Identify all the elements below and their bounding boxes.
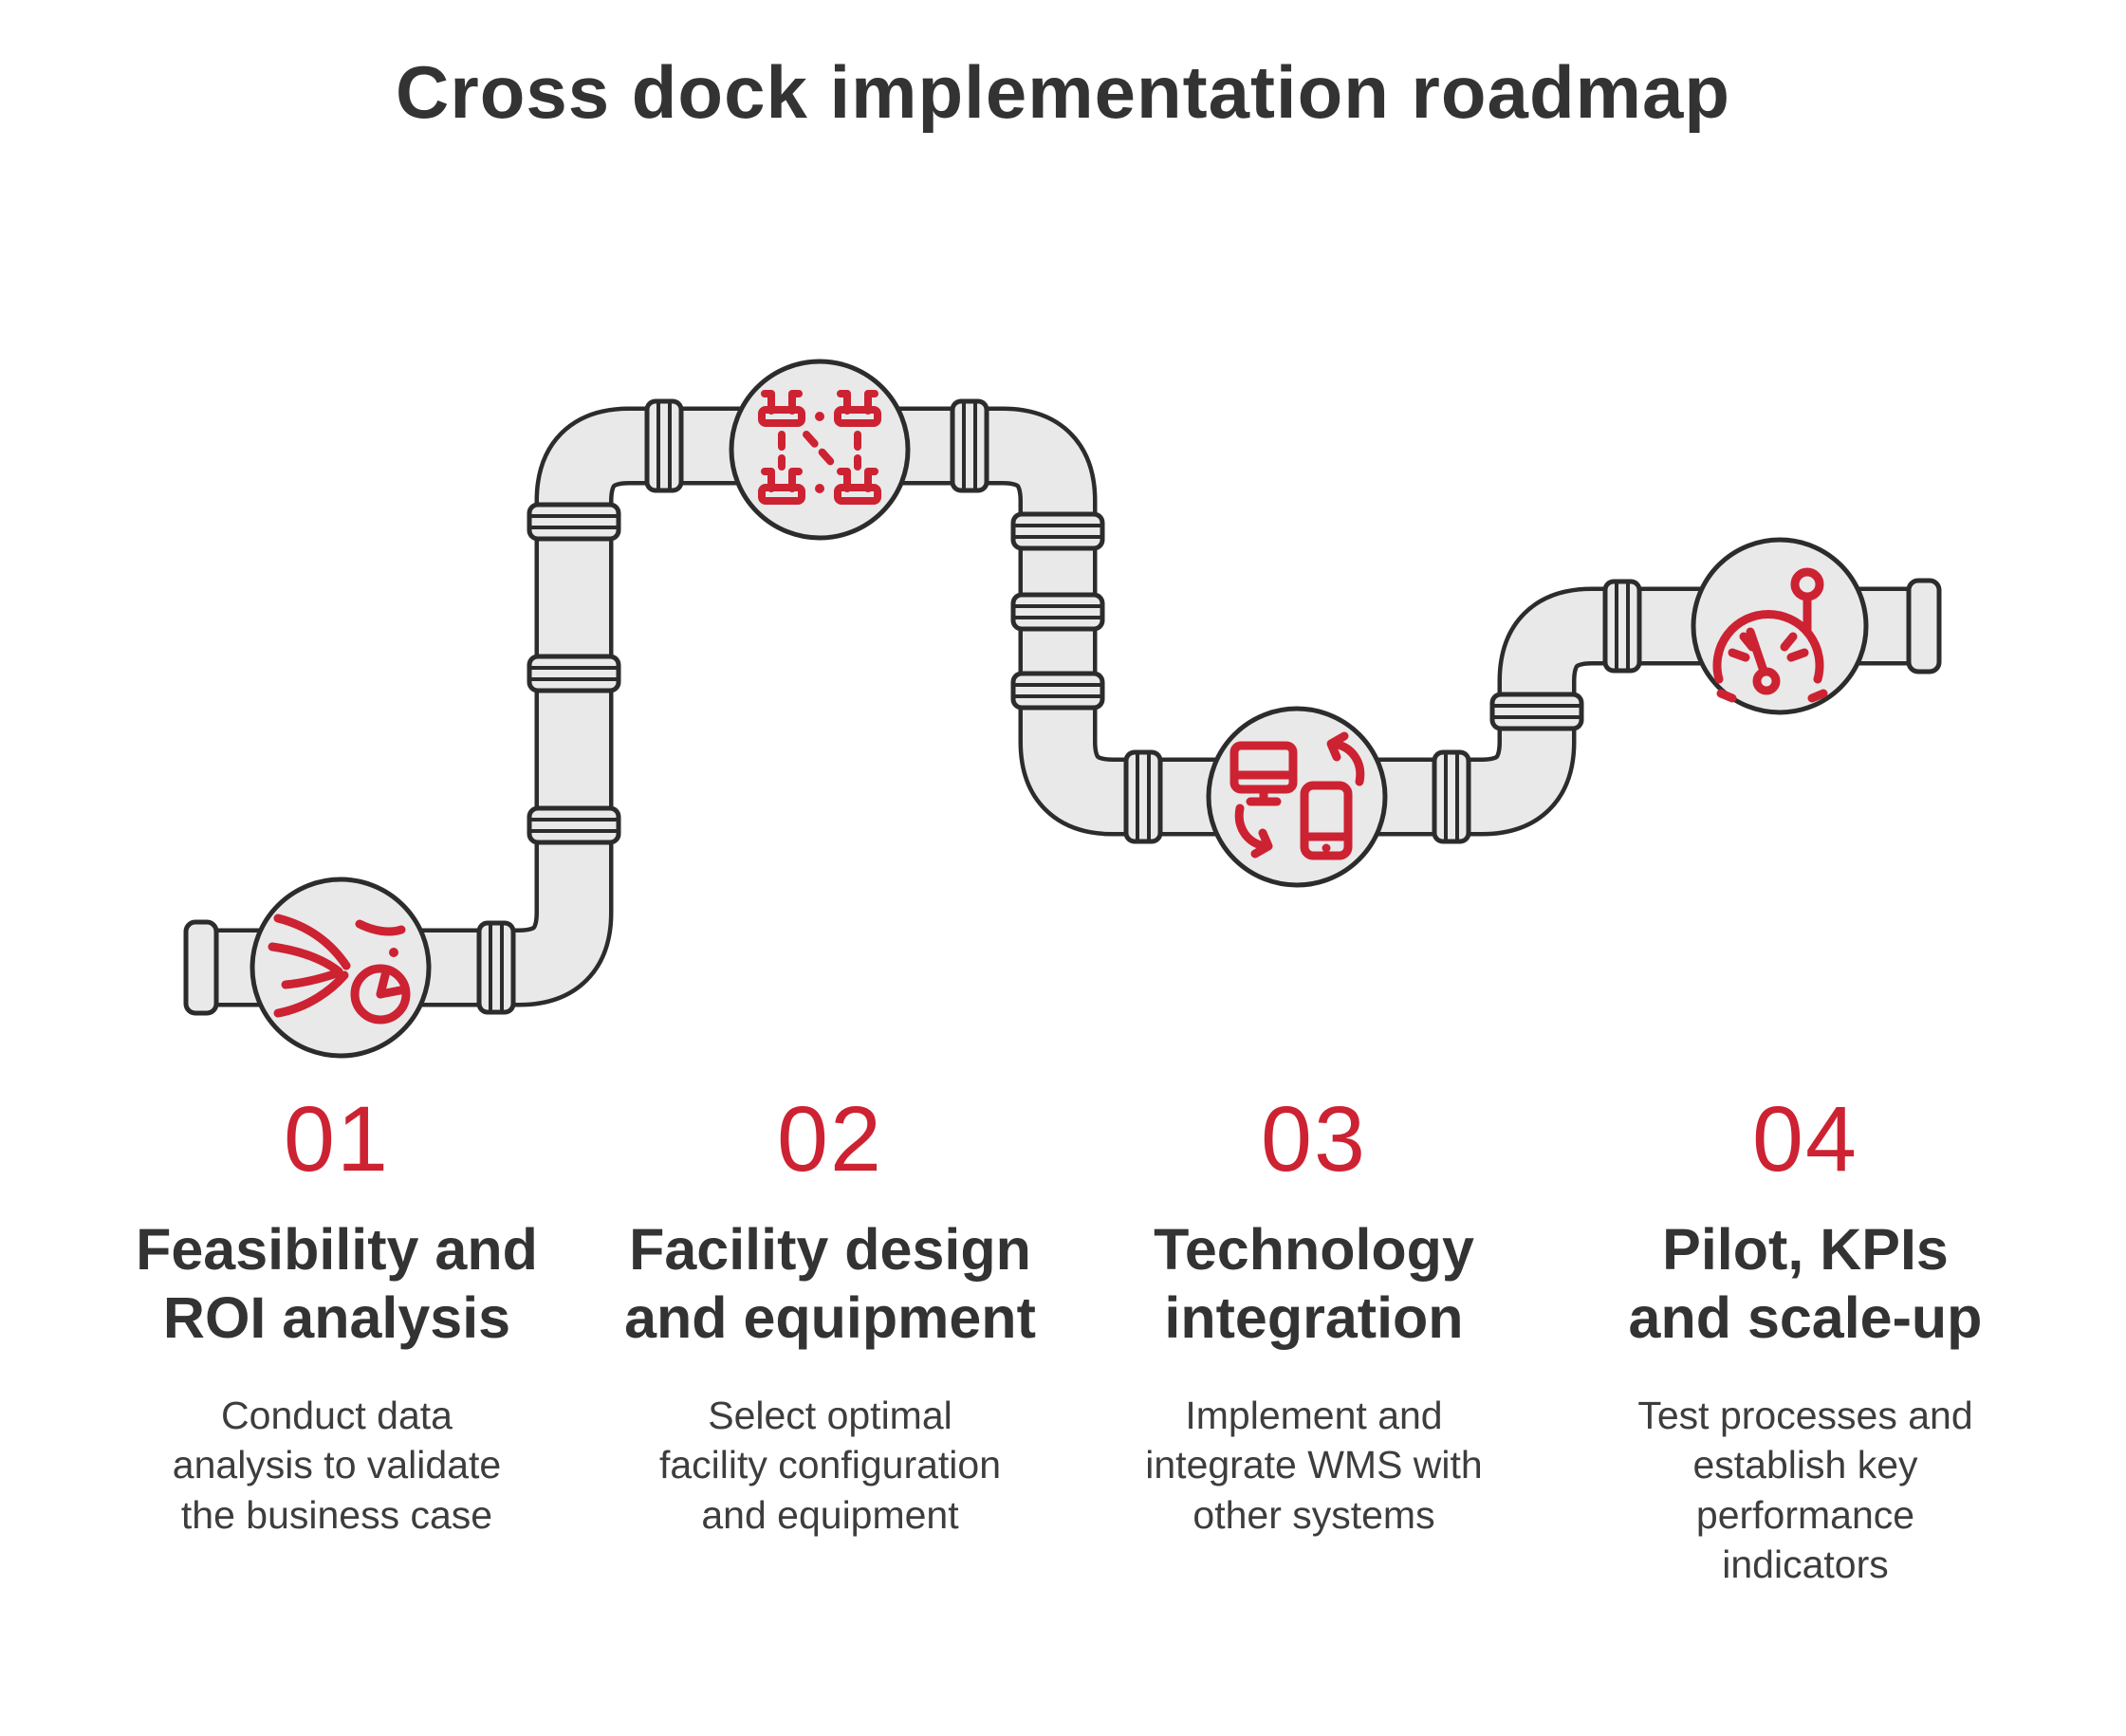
step-description: Implement and integrate WMS with other s… <box>1091 1391 1537 1540</box>
step-description-line: Conduct data <box>221 1393 453 1437</box>
step-description: Test processes and establish key perform… <box>1582 1391 2028 1590</box>
step-number: 04 <box>1752 1087 1858 1191</box>
step-heading-line: Technology <box>1154 1216 1474 1282</box>
gauge-pin-icon <box>1712 567 1828 703</box>
step-description-line: establish key <box>1692 1443 1918 1487</box>
pipe-coupling <box>1123 749 1163 844</box>
step-description-line: analysis to validate <box>172 1443 502 1487</box>
step-description-line: performance <box>1695 1492 1915 1537</box>
pipe-coupling <box>476 920 516 1015</box>
step-4-node <box>1691 537 1869 715</box>
step-description-line: facility configuration <box>658 1443 1002 1487</box>
pipe-coupling <box>1010 511 1105 551</box>
pipe-end-cap-left <box>183 919 219 1016</box>
step-heading-line: and equipment <box>624 1284 1036 1350</box>
step-number: 03 <box>1261 1087 1367 1191</box>
step-number: 01 <box>284 1087 390 1191</box>
step-heading-line: and scale-up <box>1628 1284 1983 1350</box>
pipe-coupling <box>950 398 989 493</box>
step-description: Select optimal facility configuration an… <box>607 1391 1053 1540</box>
pipe-coupling <box>1432 749 1471 844</box>
pipe-coupling <box>644 398 684 493</box>
step-heading: Facility design and equipment <box>607 1216 1053 1353</box>
step-number: 02 <box>777 1087 883 1191</box>
step-column-4: 04 Pilot, KPIs and scale-up Test process… <box>1582 1091 2028 1590</box>
page-title: Cross dock implementation roadmap <box>396 50 1730 134</box>
step-description-line: indicators <box>1722 1542 1889 1587</box>
step-heading: Technology integration <box>1091 1216 1537 1353</box>
pipe-coupling <box>527 502 621 542</box>
device-sync-icon <box>1229 731 1365 860</box>
step-description-line: Test processes and <box>1637 1393 1973 1437</box>
step-description: Conduct data analysis to validate the bu… <box>114 1391 560 1540</box>
step-column-1: 01 Feasibility and ROI analysis Conduct … <box>114 1091 560 1540</box>
step-description-line: and equipment <box>701 1492 959 1537</box>
step-heading-line: Feasibility and <box>136 1216 538 1282</box>
step-heading-line: integration <box>1164 1284 1464 1350</box>
data-flow-pie-icon <box>268 914 411 1025</box>
step-description-line: other systems <box>1192 1492 1435 1537</box>
step-3-node <box>1206 706 1388 888</box>
pipe-coupling <box>527 805 621 845</box>
step-heading-line: ROI analysis <box>162 1284 511 1350</box>
step-heading-line: Pilot, KPIs <box>1662 1216 1949 1282</box>
step-description-line: integrate WMS with <box>1145 1443 1483 1487</box>
step-column-3: 03 Technology integration Implement and … <box>1091 1091 1537 1540</box>
pipe-coupling <box>1489 692 1584 731</box>
step-description-line: the business case <box>180 1492 493 1537</box>
pipe-coupling <box>1010 671 1105 711</box>
pipe-end-cap-right <box>1906 578 1942 674</box>
step-heading-line: Facility design <box>629 1216 1031 1282</box>
pipe-coupling <box>1602 579 1642 674</box>
pipe-coupling <box>1010 592 1105 632</box>
pipe-coupling <box>527 654 621 693</box>
step-heading: Feasibility and ROI analysis <box>114 1216 560 1353</box>
step-heading: Pilot, KPIs and scale-up <box>1582 1216 2028 1353</box>
cross-dock-docks-icon <box>758 390 881 505</box>
step-description-line: Implement and <box>1185 1393 1443 1437</box>
step-description-line: Select optimal <box>708 1393 952 1437</box>
step-column-2: 02 Facility design and equipment Select … <box>607 1091 1053 1540</box>
